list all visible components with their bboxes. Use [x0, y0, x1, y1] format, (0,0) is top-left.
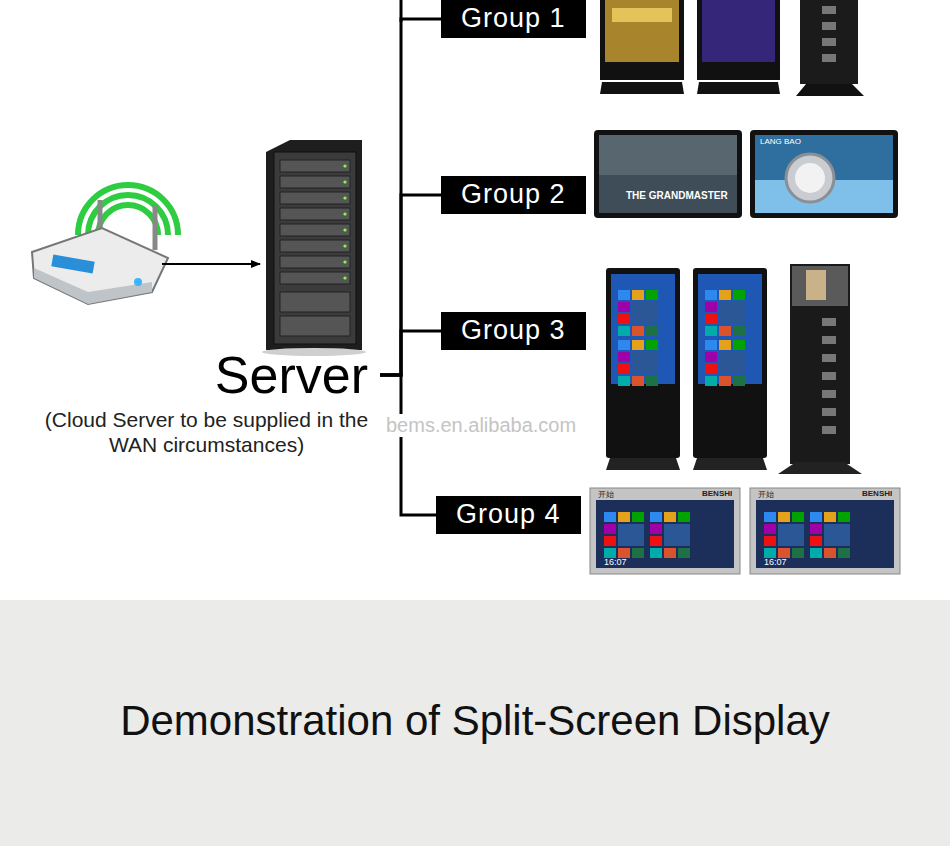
- server-title: Server: [33, 345, 380, 405]
- server-block: Server(Cloud Server to be supplied in th…: [33, 345, 380, 457]
- group-label: Group 1: [441, 0, 586, 38]
- screen-text: THE GRANDMASTER: [626, 190, 728, 201]
- group-text: Group 1: [461, 3, 566, 34]
- bus-connector: [380, 19, 441, 375]
- screen-text: 16:07: [604, 557, 627, 567]
- screen-text: 开始: [758, 489, 774, 500]
- group-label: Group 4: [436, 496, 581, 534]
- group-text: Group 2: [461, 179, 566, 210]
- group-label: Group 3: [441, 312, 586, 350]
- screen-text: BENSHI: [862, 489, 892, 498]
- screen-text: 16:07: [764, 557, 787, 567]
- bus-connector: [380, 195, 441, 375]
- bus-connector: [380, 375, 436, 515]
- bus-connector: [380, 331, 441, 375]
- screen-text: LANG BAO: [760, 137, 801, 146]
- screen-text: 开始: [598, 489, 614, 500]
- group-text: Group 4: [456, 499, 561, 530]
- screen-text: BENSHI: [702, 489, 732, 498]
- watermark: bems.en.alibaba.com: [384, 414, 578, 437]
- server-note: (Cloud Server to be supplied in the WAN …: [33, 405, 380, 457]
- group-text: Group 3: [461, 315, 566, 346]
- group-label: Group 2: [441, 176, 586, 214]
- caption: Demonstration of Split-Screen Display: [0, 696, 950, 746]
